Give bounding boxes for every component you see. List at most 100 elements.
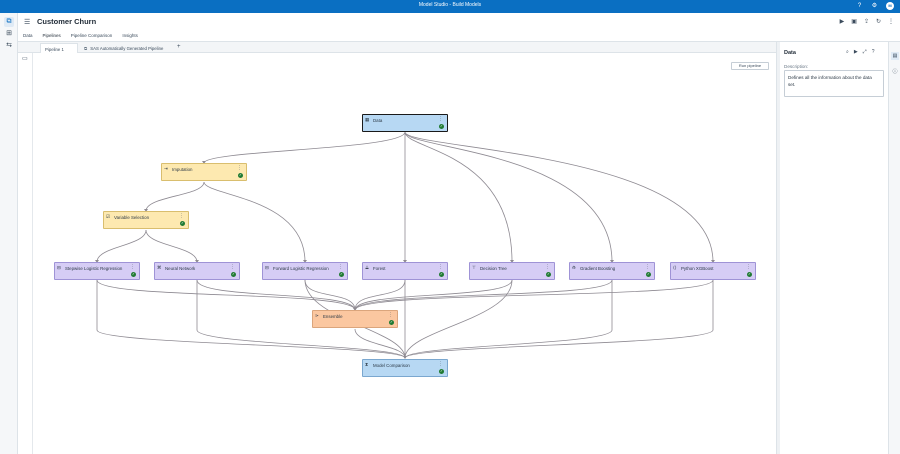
- menu-icon[interactable]: ☰: [24, 19, 31, 26]
- node-stepwise-logistic-regression[interactable]: ⊟ Stepwise Logistic Regression ⋮ ✓: [54, 262, 140, 280]
- node-menu-icon[interactable]: ⋮: [438, 361, 443, 367]
- avatar[interactable]: M: [886, 2, 894, 10]
- title-bar: Model Studio - Build Models ? ⚙ M: [0, 0, 900, 13]
- success-check-icon: ✓: [238, 173, 243, 178]
- tab-pipelines[interactable]: Pipelines: [38, 30, 66, 43]
- refresh-icon[interactable]: ↻: [875, 19, 881, 25]
- node-data[interactable]: ▦ Data ⋮ ✓: [362, 114, 448, 132]
- panel-splitter[interactable]: [776, 42, 780, 454]
- settings-icon[interactable]: ⚙: [871, 2, 878, 9]
- tab-pipeline-comparison[interactable]: Pipeline Comparison: [70, 33, 113, 38]
- node-gradient-boosting[interactable]: ⟰ Gradient Boosting ⋮ ✓: [569, 262, 655, 280]
- expand-icon[interactable]: ⤢: [862, 49, 867, 55]
- node-label: Ensemble: [323, 313, 343, 319]
- save-icon[interactable]: ▣: [851, 19, 857, 25]
- add-pipeline-icon[interactable]: +: [177, 44, 181, 50]
- success-check-icon: ✓: [439, 272, 444, 277]
- node-ensemble[interactable]: ⋗ Ensemble ⋮ ✓: [312, 310, 398, 328]
- node-model-comparison[interactable]: ⧗ Model Comparison ⋮ ✓: [362, 359, 448, 377]
- node-label: Python XGBoost: [681, 265, 714, 271]
- node-label: Gradient Boosting: [580, 265, 616, 271]
- gradient-boosting-icon: ⟰: [572, 265, 576, 270]
- node-decision-tree[interactable]: ⊤ Decision Tree ⋮ ✓: [469, 262, 555, 280]
- node-menu-icon[interactable]: ⋮: [746, 264, 751, 270]
- node-palette-icon[interactable]: ▭: [22, 56, 28, 62]
- node-menu-icon[interactable]: ⋮: [438, 264, 443, 270]
- node-info-icon[interactable]: ⓘ: [892, 69, 898, 75]
- node-neural-network[interactable]: ⌘ Neural Network ⋮ ✓: [154, 262, 240, 280]
- decision-tree-icon: ⊤: [472, 265, 476, 270]
- manage-data-icon[interactable]: ⊞: [6, 30, 12, 37]
- python-code-icon: ⟨⟩: [673, 265, 677, 270]
- ensemble-icon: ⋗: [315, 313, 319, 318]
- data-table-icon: ▦: [365, 117, 370, 122]
- success-check-icon: ✓: [389, 320, 394, 325]
- node-menu-icon[interactable]: ⋮: [545, 264, 550, 270]
- node-label: Decision Tree: [480, 265, 507, 271]
- left-rail: ⧉ ⊞ ⇆: [0, 13, 18, 454]
- node-menu-icon[interactable]: ⋮: [338, 264, 343, 270]
- description-field[interactable]: Defines all the information about the da…: [784, 70, 884, 97]
- success-check-icon: ✓: [747, 272, 752, 277]
- description-label: Description:: [784, 64, 809, 69]
- main-tabs: Data Pipelines Pipeline Comparison Insig…: [18, 30, 900, 43]
- share-icon[interactable]: ⇪: [863, 19, 869, 25]
- build-models-icon[interactable]: ⧉: [4, 17, 14, 27]
- node-label: Forward Logistic Regression: [273, 265, 329, 271]
- node-menu-icon[interactable]: ⋮: [179, 213, 184, 219]
- regression-icon: ⊟: [57, 265, 61, 270]
- help-icon[interactable]: ?: [871, 49, 875, 55]
- canvas-toolbar: ▭: [18, 53, 33, 454]
- run-icon[interactable]: ▶: [839, 19, 845, 25]
- node-label: Variable Selection: [114, 214, 150, 220]
- node-menu-icon[interactable]: ⋮: [388, 312, 393, 318]
- tab-insights[interactable]: Insights: [122, 33, 138, 38]
- tab-data[interactable]: Data: [23, 33, 33, 38]
- help-icon[interactable]: ?: [857, 2, 862, 9]
- project-header: ☰ Customer Churn ▶ ▣ ⇪ ↻ ⋮: [18, 13, 900, 30]
- run-pipeline-button[interactable]: Run pipeline: [731, 62, 769, 70]
- panel-title: Data: [784, 50, 796, 56]
- success-check-icon: ✓: [439, 124, 444, 129]
- more-options-icon[interactable]: ⋮: [888, 19, 894, 25]
- node-forward-logistic-regression[interactable]: ⊟ Forward Logistic Regression ⋮ ✓: [262, 262, 348, 280]
- node-label: Data: [373, 117, 383, 123]
- success-check-icon: ✓: [339, 272, 344, 277]
- model-comparison-icon: ⧗: [365, 362, 369, 367]
- imputation-icon: ⇥: [164, 166, 168, 171]
- node-imputation[interactable]: ⇥ Imputation ⋮ ✓: [161, 163, 247, 181]
- pipeline-tabs: Pipeline 1 ⋮ ⧉ SAS Automatically Generat…: [18, 42, 776, 57]
- search-icon[interactable]: ⌕: [846, 49, 849, 55]
- node-menu-icon[interactable]: ⋮: [230, 264, 235, 270]
- success-check-icon: ✓: [180, 221, 185, 226]
- forest-icon: ⟁: [365, 265, 370, 270]
- pipeline-tab-label: SAS Automatically Generated Pipeline: [90, 46, 164, 51]
- node-label: Model Comparison: [373, 362, 410, 368]
- node-menu-icon[interactable]: ⋮: [237, 165, 242, 171]
- node-label: Neural Network: [165, 265, 196, 271]
- auto-pipeline-icon: ⧉: [84, 46, 88, 51]
- run-node-icon[interactable]: ▶: [853, 49, 858, 55]
- node-menu-icon[interactable]: ⋮: [438, 116, 443, 122]
- variable-selection-icon: ☑: [106, 214, 111, 219]
- exchange-icon[interactable]: ⇆: [6, 42, 12, 49]
- node-menu-icon[interactable]: ⋮: [130, 264, 135, 270]
- neural-network-icon: ⌘: [157, 265, 162, 270]
- properties-panel: Data ⌕ ▶ ⤢ ? Description: Defines all th…: [780, 42, 888, 454]
- node-properties-icon[interactable]: ▤: [891, 52, 899, 60]
- success-check-icon: ✓: [646, 272, 651, 277]
- node-forest[interactable]: ⟁ Forest ⋮ ✓: [362, 262, 448, 280]
- node-variable-selection[interactable]: ☑ Variable Selection ⋮ ✓: [103, 211, 189, 229]
- pipeline-tab-auto[interactable]: ⧉ SAS Automatically Generated Pipeline: [80, 43, 175, 53]
- node-label: Stepwise Logistic Regression: [65, 265, 123, 271]
- node-python-xgboost[interactable]: ⟨⟩ Python XGBoost ⋮ ✓: [670, 262, 756, 280]
- node-label: Forest: [373, 265, 386, 271]
- success-check-icon: ✓: [439, 369, 444, 374]
- pipeline-tab-1[interactable]: Pipeline 1 ⋮: [40, 43, 78, 57]
- right-rail: ▤ ⓘ: [888, 42, 900, 454]
- success-check-icon: ✓: [131, 272, 136, 277]
- project-title: Customer Churn: [37, 17, 97, 26]
- node-menu-icon[interactable]: ⋮: [645, 264, 650, 270]
- pipeline-tab-label: Pipeline 1: [45, 47, 64, 52]
- success-check-icon: ✓: [231, 272, 236, 277]
